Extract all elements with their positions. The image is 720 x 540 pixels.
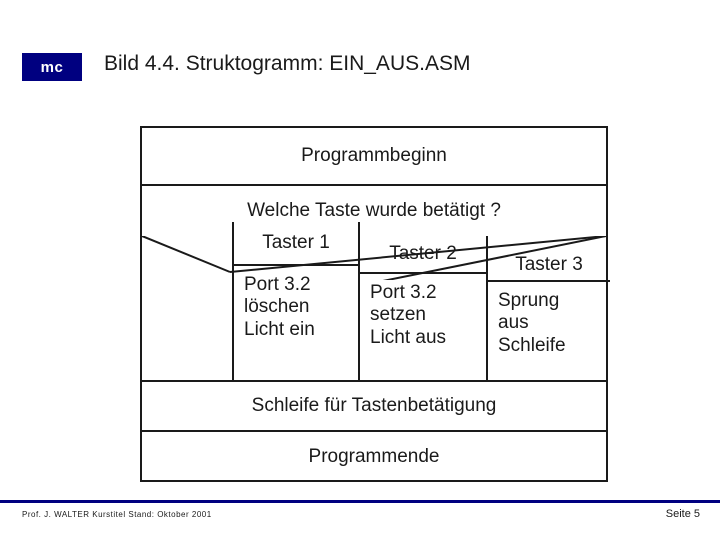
branch-body-1-line-1: Port 3.2 xyxy=(244,274,311,295)
branch-head-2: Taster 2 xyxy=(360,236,488,274)
condition-label: Welche Taste wurde betätigt ? xyxy=(247,200,501,221)
branch-body-1-line-3: Licht ein xyxy=(244,318,315,340)
condition-diagonals-icon xyxy=(142,236,606,280)
block-program-begin: Programmbeginn xyxy=(142,128,606,186)
branch-head-1: Taster 1 xyxy=(232,222,360,266)
branch-body-2-line-1: Port 3.2 xyxy=(370,282,437,303)
branch-body-3-line-2: aus xyxy=(498,312,529,334)
branch-body-2-line-3: Licht aus xyxy=(370,326,447,348)
condition-block: Welche Taste wurde betätigt ? xyxy=(142,186,606,280)
block-loop: Schleife für Tastenbetätigung xyxy=(142,380,606,432)
branch-head-3: Taster 3 xyxy=(488,250,610,282)
footer-divider xyxy=(0,500,720,503)
branch-body-1: Port 3.2 löschen Licht ein xyxy=(232,266,360,380)
footer-credit: Prof. J. WALTER Kurstitel Stand: Oktober… xyxy=(22,510,212,519)
block-program-end: Programmende xyxy=(308,446,440,467)
branch-body-3-line-3: Schleife xyxy=(498,334,566,356)
branch-body-1-line-2: löschen xyxy=(244,296,310,318)
branch-body-3: Sprung aus Schleife xyxy=(488,282,610,380)
branch-body-2: Port 3.2 setzen Licht aus xyxy=(360,274,488,380)
mc-logo-badge: mc xyxy=(22,53,82,81)
struktogramm-diagram: Programmbeginn Welche Taste wurde betäti… xyxy=(140,126,610,482)
footer-page-number: Seite 5 xyxy=(665,508,700,520)
page-title: Bild 4.4. Struktogramm: EIN_AUS.ASM xyxy=(104,52,471,75)
branch-body-3-line-1: Sprung xyxy=(498,290,560,311)
branch-body-2-line-2: setzen xyxy=(370,304,426,326)
